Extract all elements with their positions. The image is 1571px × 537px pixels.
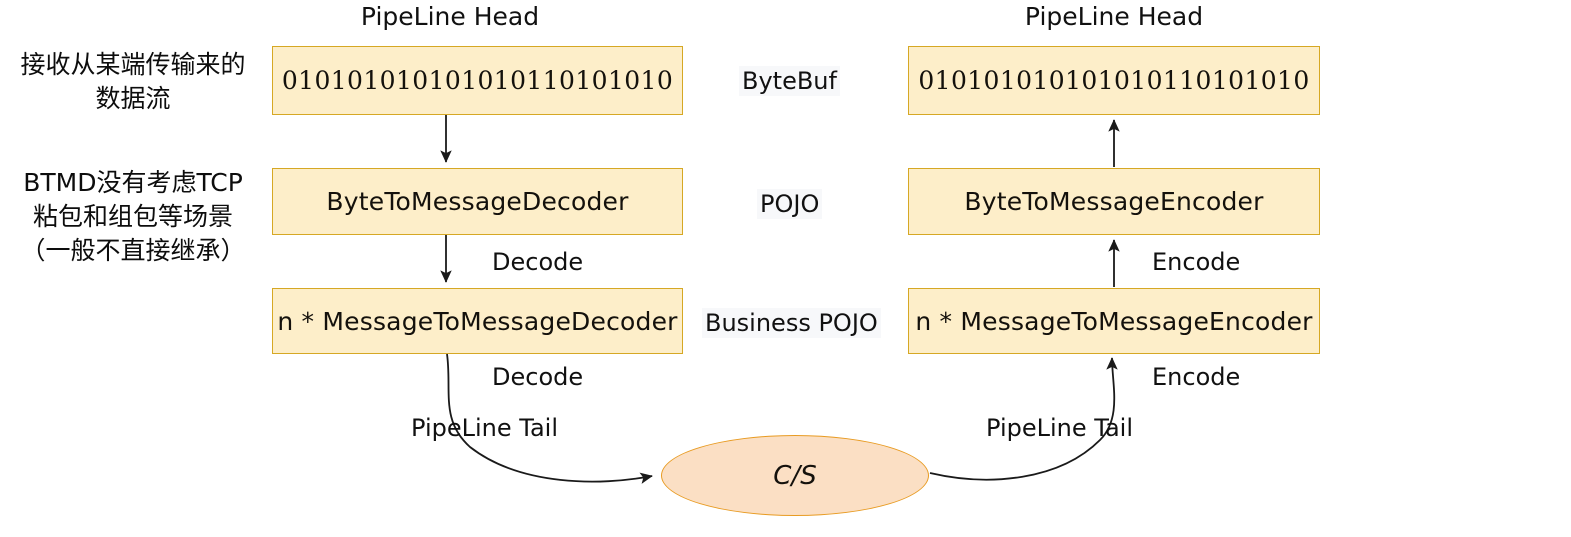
node-byte-to-message-decoder[interactable]: ByteToMessageDecoder: [272, 168, 683, 235]
pipeline-tail-label-right: PipeLine Tail: [986, 414, 1133, 442]
note-btmd: BTMD没有考虑TCP 粘包和组包等场景 （一般不直接继承）: [20, 168, 246, 265]
label-bytebuf: ByteBuf: [739, 66, 840, 96]
node-message-to-message-encoder[interactable]: n * MessageToMessageEncoder: [908, 288, 1320, 354]
edge-label-decode-2: Decode: [492, 363, 584, 391]
edge-label-decode-1: Decode: [492, 248, 584, 276]
pipeline-head-label-left: PipeLine Head: [360, 2, 540, 31]
pipeline-head-label-right: PipeLine Head: [1024, 2, 1204, 31]
node-outbound-bytes[interactable]: 010101010101010110101010: [908, 46, 1320, 115]
node-message-to-message-decoder[interactable]: n * MessageToMessageDecoder: [272, 288, 683, 354]
node-inbound-bytes[interactable]: 010101010101010110101010: [272, 46, 683, 115]
edge-label-encode-1: Encode: [1152, 248, 1241, 276]
pipeline-tail-label-left: PipeLine Tail: [411, 414, 558, 442]
node-byte-to-message-encoder[interactable]: ByteToMessageEncoder: [908, 168, 1320, 235]
node-client-server[interactable]: C/S: [661, 435, 929, 516]
label-pojo: POJO: [757, 189, 823, 219]
note-inbound-stream: 接收从某端传输来的 数据流: [20, 50, 246, 113]
edge-label-encode-2: Encode: [1152, 363, 1241, 391]
label-business-pojo: Business POJO: [702, 308, 881, 338]
